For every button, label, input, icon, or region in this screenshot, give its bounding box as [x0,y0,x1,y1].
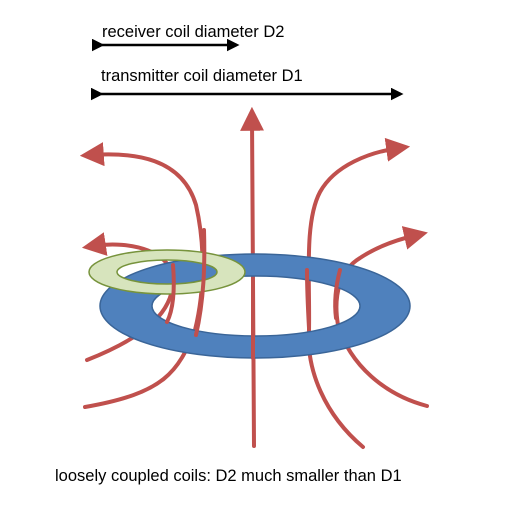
receiver-diameter-dimension: receiver coil diameter D2 [92,23,284,52]
field-line-left-inner-front [165,263,176,324]
receiver-diameter-label: receiver coil diameter D2 [102,23,284,41]
diagram-caption: loosely coupled coils: D2 much smaller t… [55,467,402,485]
transmitter-diameter-dimension: transmitter coil diameter D1 [91,67,404,101]
field-line-right-inner-front [333,268,342,320]
field-line-left-outer-front [194,228,207,337]
field-lines-front [165,228,342,360]
field-line-right-outer-front [305,268,311,330]
transmitter-diameter-label: transmitter coil diameter D1 [101,67,303,85]
